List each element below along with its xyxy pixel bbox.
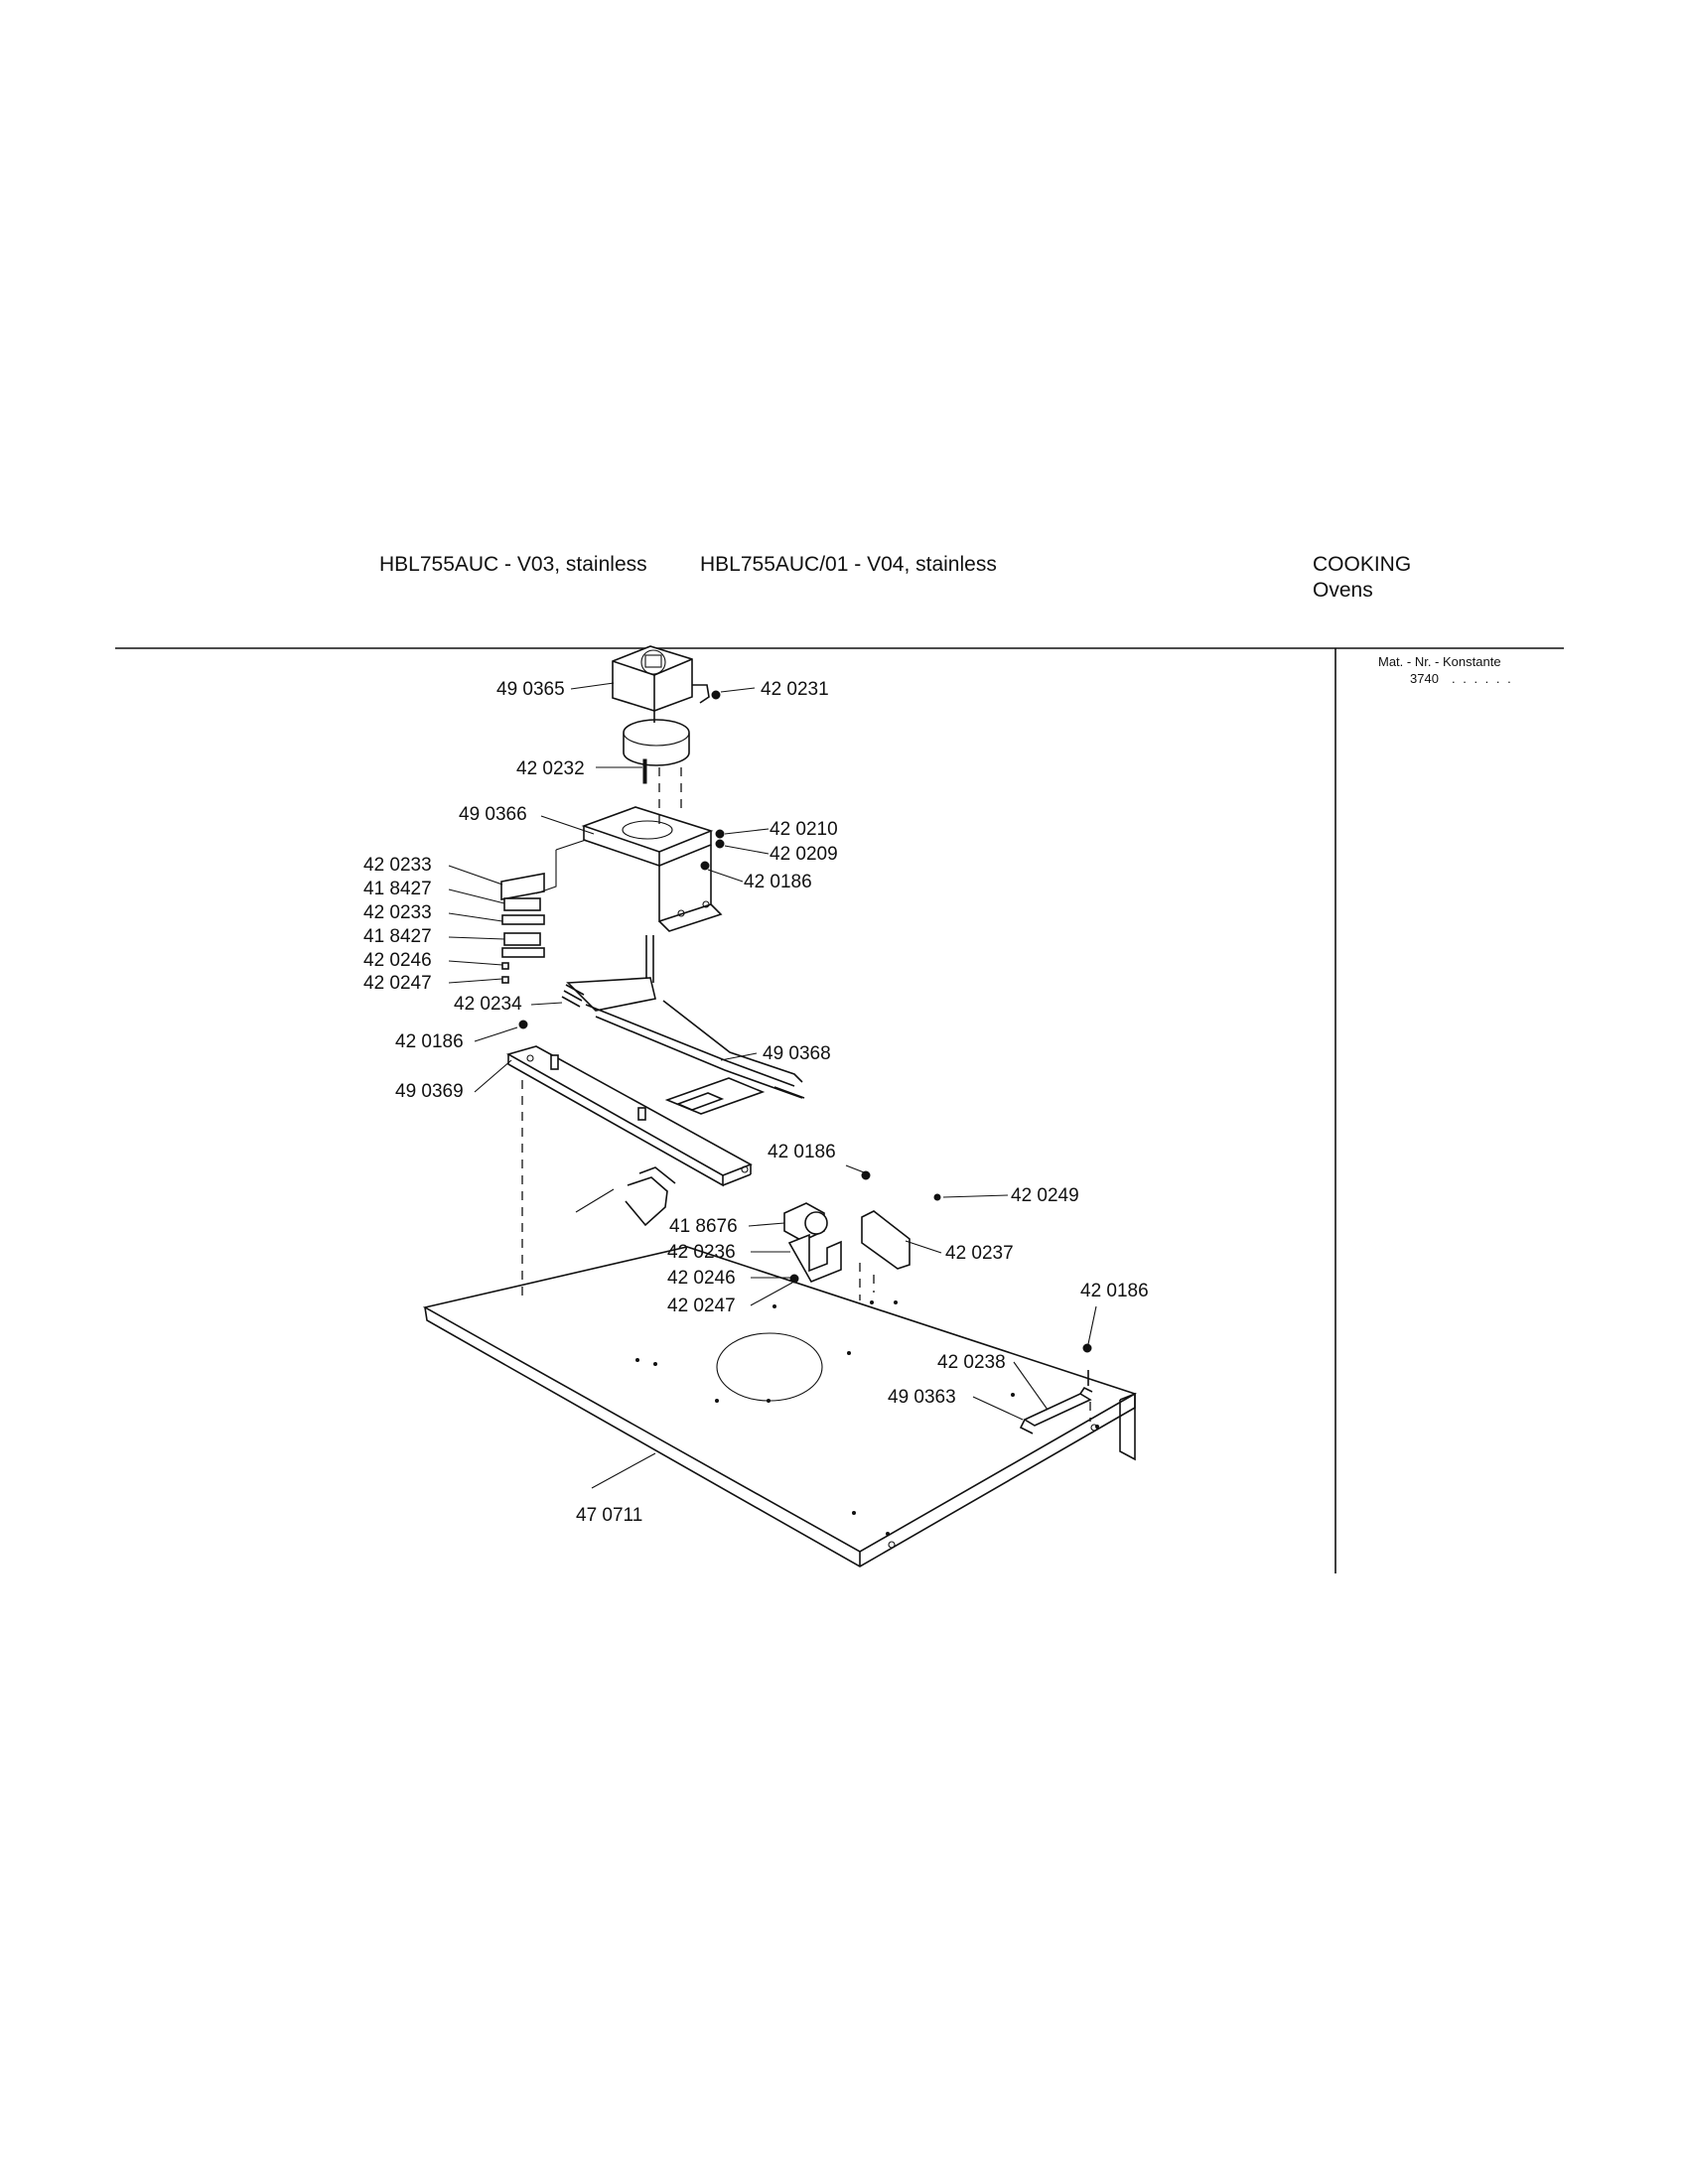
- part-label: 42 0231: [761, 679, 829, 700]
- timer-motor: [612, 645, 710, 766]
- thermostat-assembly: [783, 1202, 911, 1300]
- part-label: 47 0711: [576, 1505, 642, 1526]
- part-label: 41 8427: [363, 879, 432, 899]
- part-label: 42 0246: [363, 950, 432, 971]
- part-labels: 49 0365 42 0231 42 0232 49 0366 42 0210 …: [363, 679, 1149, 1526]
- door-clip: [1019, 1370, 1093, 1434]
- leader-lines: [448, 682, 1097, 1489]
- part-label: 42 0233: [363, 902, 432, 923]
- base-plate: [422, 1246, 1137, 1568]
- model-title-v04: HBL755AUC/01 - V04, stainless: [700, 553, 997, 576]
- part-label: 42 0186: [395, 1031, 464, 1052]
- part-label: 42 0246: [667, 1268, 736, 1289]
- part-label: 49 0368: [763, 1043, 831, 1064]
- fasteners: [518, 690, 1092, 1353]
- part-label: 49 0366: [459, 804, 527, 825]
- part-label: 42 0247: [667, 1296, 736, 1316]
- part-label: 49 0365: [496, 679, 565, 700]
- part-label: 42 0210: [770, 819, 838, 840]
- part-label: 42 0247: [363, 973, 432, 994]
- part-label: 42 0238: [937, 1352, 1006, 1373]
- category-title: COOKING: [1313, 553, 1412, 576]
- part-label: 42 0186: [1080, 1281, 1149, 1301]
- konstante-value: 3740: [1410, 671, 1439, 686]
- lower-rail: [505, 1045, 753, 1300]
- part-label: 42 0237: [945, 1243, 1014, 1264]
- part-label: 41 8427: [363, 926, 432, 947]
- part-label: 42 0186: [744, 872, 812, 892]
- part-label: 41 8676: [669, 1216, 738, 1237]
- mounting-bracket: [581, 767, 723, 932]
- konstante-label: Mat. - Nr. - Konstante: [1378, 654, 1501, 669]
- part-label: 42 0236: [667, 1242, 736, 1263]
- switch-stack: [500, 839, 587, 984]
- part-label: 42 0232: [516, 758, 585, 779]
- part-label: 42 0186: [768, 1142, 836, 1162]
- part-label: 42 0249: [1011, 1185, 1079, 1206]
- subcategory-title: Ovens: [1313, 579, 1373, 602]
- part-label: 42 0234: [454, 994, 522, 1015]
- model-title-v03: HBL755AUC - V03, stainless: [379, 553, 647, 576]
- part-label: 42 0233: [363, 855, 432, 876]
- slide-rail: [561, 935, 805, 1115]
- part-label: 49 0369: [395, 1081, 464, 1102]
- part-label: 42 0209: [770, 844, 838, 865]
- part-label: 49 0363: [888, 1387, 956, 1408]
- konstante-dots: . . . . . .: [1452, 671, 1513, 686]
